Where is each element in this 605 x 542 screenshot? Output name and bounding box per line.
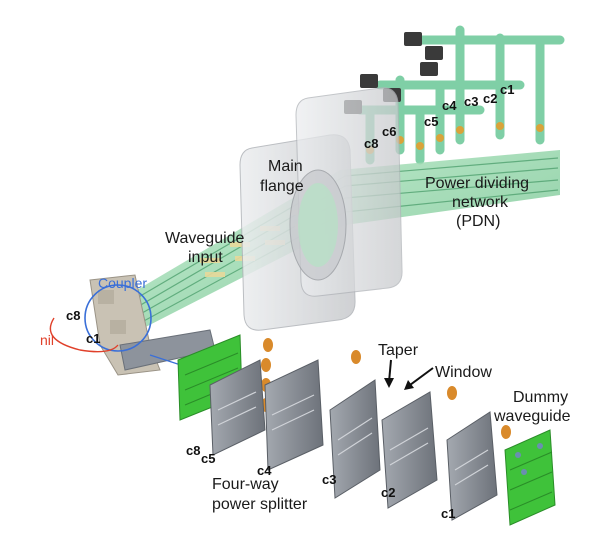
label-pdn-1: Power dividing — [425, 175, 529, 192]
labels: Main flange Power dividing network (PDN)… — [40, 82, 571, 521]
pdn-channel-c5: c5 — [424, 114, 438, 129]
label-rnil: nil — [40, 332, 54, 348]
label-dummy-2: waveguide — [493, 408, 571, 425]
dummy-waveguide — [504, 429, 556, 526]
pdn-channel-c3: c3 — [464, 94, 478, 109]
label-waveguide-input-2: input — [188, 249, 223, 266]
label-taper: Taper — [378, 342, 419, 359]
label-pdn-3: (PDN) — [456, 213, 500, 230]
splitter-plate-c2 — [381, 391, 438, 509]
coupler-channel-c8: c8 — [66, 308, 80, 323]
pdn-channel-c4: c4 — [442, 98, 457, 113]
splitter-plate-c5 — [209, 359, 266, 456]
label-coupler: Coupler — [98, 275, 147, 291]
label-main-flange-2: flange — [260, 178, 304, 195]
label-waveguide-input-1: Waveguide — [165, 230, 245, 247]
splitter-plate-c1 — [446, 411, 498, 521]
splitter-channel-c3: c3 — [322, 472, 336, 487]
splitter-plate-c3 — [329, 379, 381, 499]
splitter-channel-c4: c4 — [257, 463, 272, 478]
label-window: Window — [435, 364, 492, 381]
power-dividing-network — [344, 25, 565, 165]
rnil-line — [49, 317, 119, 353]
pdn-channel-c2: c2 — [483, 91, 497, 106]
window-arrow — [409, 367, 434, 386]
pdn-channel-c1: c1 — [500, 82, 514, 97]
pdn-channel-c8: c8 — [364, 136, 378, 151]
four-way-power-splitter — [177, 334, 556, 526]
coupler-circle — [84, 284, 152, 352]
main-flange — [239, 87, 403, 331]
label-main-flange-1: Main — [268, 158, 303, 175]
splitter-channel-c2: c2 — [381, 485, 395, 500]
pdn-channel-c6: c6 — [382, 124, 396, 139]
label-pdn-2: network — [452, 194, 509, 211]
splitter-channel-c8: c8 — [186, 443, 200, 458]
label-dummy-1: Dummy — [513, 389, 568, 406]
splitter-plate-c4 — [264, 359, 324, 471]
label-splitter-1: Four-way — [212, 476, 279, 493]
splitter-channel-c5: c5 — [201, 451, 215, 466]
splitter-channel-c1: c1 — [441, 506, 455, 521]
label-splitter-2: power splitter — [212, 496, 308, 513]
coupler-channel-c1: c1 — [86, 331, 100, 346]
